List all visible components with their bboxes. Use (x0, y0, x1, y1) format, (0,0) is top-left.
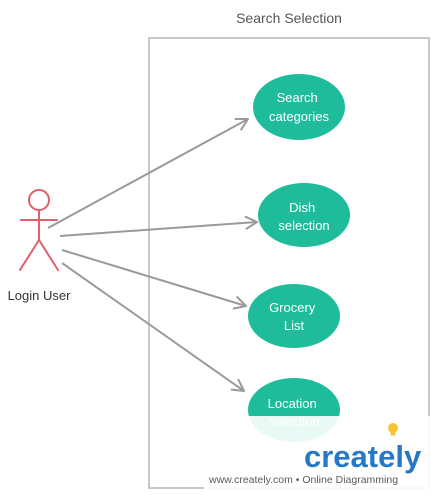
actor-left-leg (19, 239, 40, 271)
use-case-search-categories[interactable]: Search categories (253, 74, 345, 140)
actor-head (28, 189, 50, 211)
use-case-label-line: List (284, 318, 305, 333)
use-case-label-line: Dish (289, 200, 315, 215)
use-case-grocery-list[interactable]: Grocery List (248, 284, 340, 348)
svg-text:Dish selection: Dish selection (278, 200, 329, 233)
svg-text:Grocery List: Grocery List (269, 300, 319, 333)
actor-figure (19, 189, 59, 271)
watermark-tagline: www.creately.com • Online Diagramming (208, 474, 398, 486)
use-case-dish-selection[interactable]: Dish selection (258, 183, 350, 247)
use-case-label-line: categories (269, 109, 329, 124)
use-case-label-line: Grocery (269, 300, 316, 315)
association-search-categories (47, 117, 249, 229)
creately-logo-text: creately (304, 439, 422, 474)
use-case-label-line: Location (268, 396, 317, 411)
association-grocery-list (61, 249, 247, 310)
use-case-label-line: selection (278, 218, 329, 233)
actor-right-leg (38, 239, 59, 271)
system-title: Search Selection (236, 10, 342, 26)
actor-label: Login User (8, 288, 72, 303)
creately-watermark: creately www.creately.com • Online Diagr… (204, 416, 432, 490)
svg-text:Search categories: Search categories (269, 90, 329, 124)
lightbulb-icon (388, 423, 398, 436)
use-case-label-line: Search (277, 90, 318, 105)
association-location-selection (61, 262, 245, 392)
association-dish-selection (59, 215, 258, 237)
